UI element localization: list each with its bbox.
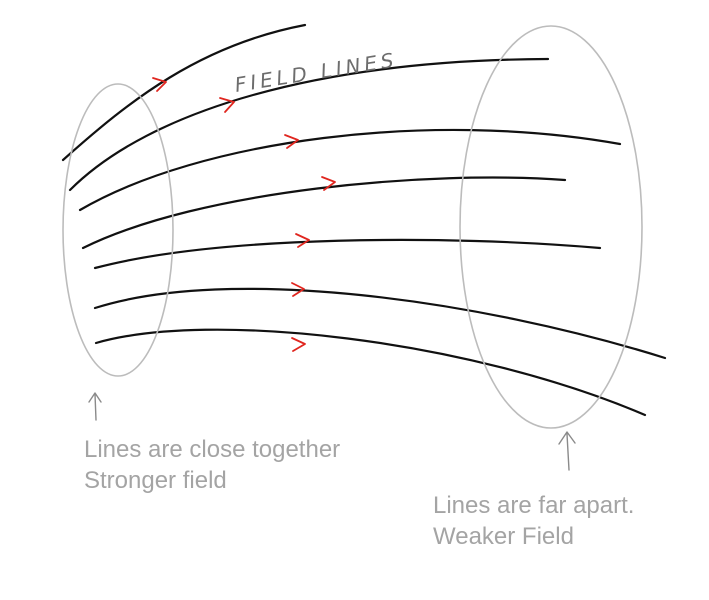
field-line-5 (93, 238, 602, 270)
field-line-3 (78, 128, 622, 212)
sparse-lines-note: Lines are far apart. Weaker Field (433, 490, 634, 552)
dense-lines-note: Lines are close together Stronger field (84, 434, 340, 496)
arrow-right-icon (152, 77, 167, 92)
arrow-up-icon (88, 392, 102, 421)
sparse-region-outline (459, 25, 643, 429)
note-line: Lines are far apart. (433, 492, 635, 519)
field-lines-label: FIELD LINES (233, 48, 399, 97)
field-line-7 (94, 328, 647, 417)
note-line: Weaker Field (433, 523, 574, 550)
arrow-right-icon (321, 176, 336, 191)
field-line-2 (68, 57, 550, 192)
arrow-right-icon (291, 337, 306, 352)
field-line-6 (93, 287, 667, 360)
arrow-right-icon (219, 97, 235, 113)
field-line-4 (81, 176, 567, 250)
arrow-up-icon (558, 431, 576, 471)
dense-region-outline (62, 83, 174, 377)
arrow-right-icon (295, 233, 310, 248)
arrow-right-icon (291, 282, 305, 297)
arrow-right-icon (284, 134, 299, 149)
note-line: Lines are close together (84, 436, 341, 463)
field-line-1 (61, 23, 307, 162)
note-line: Stronger field (84, 467, 227, 494)
